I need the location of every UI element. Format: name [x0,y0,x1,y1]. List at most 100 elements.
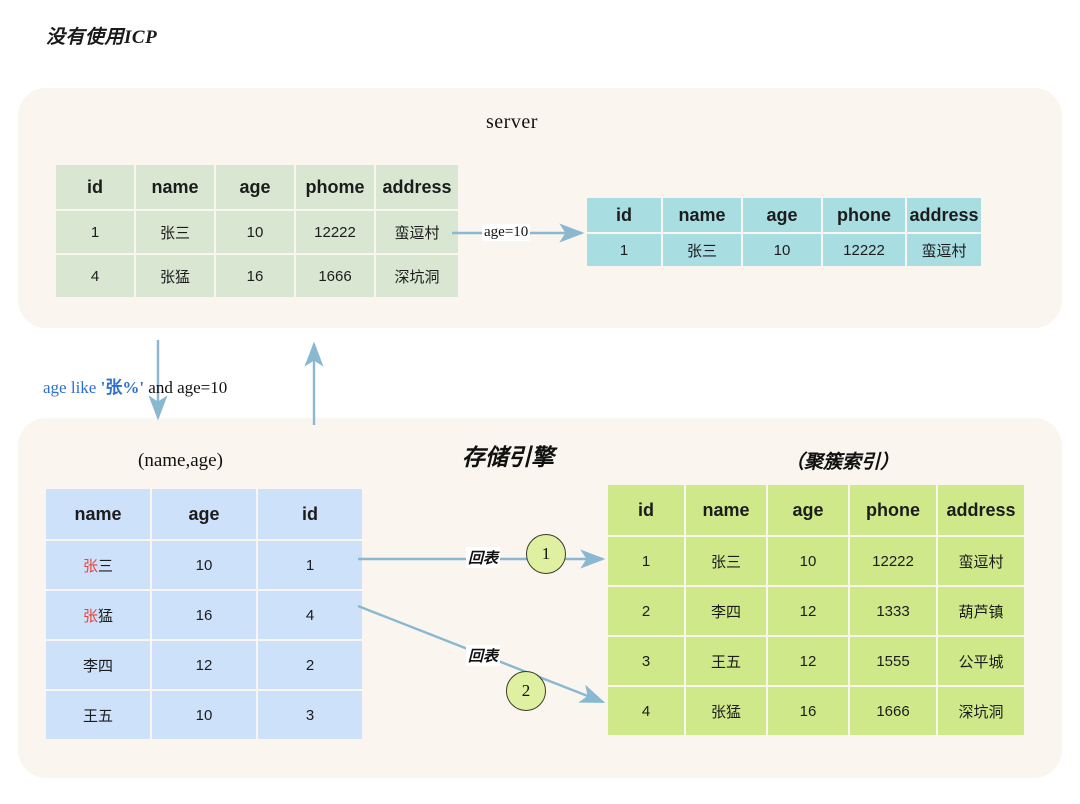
column-header-id: id [258,489,362,539]
column-header-name: name [663,198,741,232]
cell-phone: 12222 [823,234,905,266]
column-header-id: id [587,198,661,232]
name-prefix-highlight: 张 [82,557,98,575]
page-title: 没有使用ICP [46,27,158,48]
cell-age: 10 [216,211,294,253]
table-row: 张三 10 1 [46,541,362,589]
cell-age: 16 [152,591,256,639]
server-data-table: id name age phome address 1 张三 10 12222 … [54,163,460,299]
column-header-address: address [376,165,458,209]
table-row: 1 张三 10 12222 蛮逗村 [56,211,458,253]
clustered-index-caption: （聚簇索引） [785,452,900,473]
server-result-table: id name age phone address 1 张三 10 12222 … [585,196,983,268]
cell-id: 4 [608,687,684,735]
cell-id: 1 [258,541,362,589]
table-header-row: name age id [46,489,362,539]
cell-phome: 1666 [296,255,374,297]
column-header-phone: phone [823,198,905,232]
secondary-index-table: name age id 张三 10 1 张猛 16 4 李四 12 2 王五 [44,487,364,741]
cell-name: 张三 [136,211,214,253]
column-header-age: age [743,198,821,232]
cell-age: 10 [768,537,848,585]
cell-age: 16 [216,255,294,297]
cell-name: 张猛 [136,255,214,297]
table-row: 4 张猛 16 1666 深坑洞 [56,255,458,297]
table-row: 张猛 16 4 [46,591,362,639]
cell-id: 1 [56,211,134,253]
column-header-age: age [216,165,294,209]
cell-age: 16 [768,687,848,735]
clustered-index-table: id name age phone address 1 张三 10 12222 … [606,483,1026,737]
column-header-id: id [608,485,684,535]
server-panel-label: server [486,111,538,133]
secondary-index-caption: (name,age) [138,450,223,471]
cell-address: 深坑洞 [938,687,1024,735]
step-badge-1: 1 [526,534,566,574]
column-header-name: name [136,165,214,209]
cell-age: 12 [768,637,848,685]
cell-name: 王五 [46,691,150,739]
table-row: 2 李四 12 1333 葫芦镇 [608,587,1024,635]
table-row: 3 王五 12 1555 公平城 [608,637,1024,685]
table-row: 王五 10 3 [46,691,362,739]
predicate-blue-part: age like [43,378,101,397]
cell-phone: 12222 [850,537,936,585]
column-header-age: age [152,489,256,539]
arrow-label-lookup-2: 回表 [466,645,501,666]
cell-name: 李四 [686,587,766,635]
arrow-label-age-filter: age=10 [482,224,531,241]
cell-name: 王五 [686,637,766,685]
table-header-row: id name age phome address [56,165,458,209]
cell-age: 12 [768,587,848,635]
column-header-phome: phome [296,165,374,209]
name-rest: 王五 [82,707,113,725]
column-header-name: name [686,485,766,535]
column-header-phone: phone [850,485,936,535]
cell-id: 4 [258,591,362,639]
name-rest: 三 [98,557,114,575]
cell-age: 12 [152,641,256,689]
cell-address: 蛮逗村 [907,234,981,266]
cell-name: 张猛 [686,687,766,735]
cell-name: 张三 [663,234,741,266]
column-header-age: age [768,485,848,535]
cell-id: 2 [608,587,684,635]
cell-address: 深坑洞 [376,255,458,297]
cell-id: 1 [587,234,661,266]
cell-phone: 1666 [850,687,936,735]
cell-name: 张三 [46,541,150,589]
name-rest: 李四 [82,657,113,675]
name-prefix-highlight: 张 [82,607,98,625]
cell-phone: 1555 [850,637,936,685]
cell-address: 蛮逗村 [938,537,1024,585]
cell-age: 10 [152,541,256,589]
cell-address: 蛮逗村 [376,211,458,253]
step-badge-2: 2 [506,671,546,711]
cell-id: 1 [608,537,684,585]
cell-name: 张猛 [46,591,150,639]
table-row: 1 张三 10 12222 蛮逗村 [608,537,1024,585]
cell-name: 张三 [686,537,766,585]
table-header-row: id name age phone address [608,485,1024,535]
cell-age: 10 [743,234,821,266]
cell-address: 公平城 [938,637,1024,685]
arrow-label-lookup-1: 回表 [466,547,501,568]
storage-engine-label: 存储引擎 [462,445,554,470]
predicate-blue-quoted: '张%' [100,378,145,397]
predicate-black-part: and age=10 [144,378,228,397]
predicate-label: age like '张%' and age=10 [43,373,227,398]
column-header-id: id [56,165,134,209]
cell-phone: 1333 [850,587,936,635]
cell-id: 4 [56,255,134,297]
cell-name: 李四 [46,641,150,689]
table-row: 1 张三 10 12222 蛮逗村 [587,234,981,266]
cell-id: 3 [258,691,362,739]
column-header-address: address [938,485,1024,535]
table-row: 4 张猛 16 1666 深坑洞 [608,687,1024,735]
column-header-address: address [907,198,981,232]
cell-age: 10 [152,691,256,739]
table-header-row: id name age phone address [587,198,981,232]
name-rest: 猛 [98,607,114,625]
cell-phome: 12222 [296,211,374,253]
